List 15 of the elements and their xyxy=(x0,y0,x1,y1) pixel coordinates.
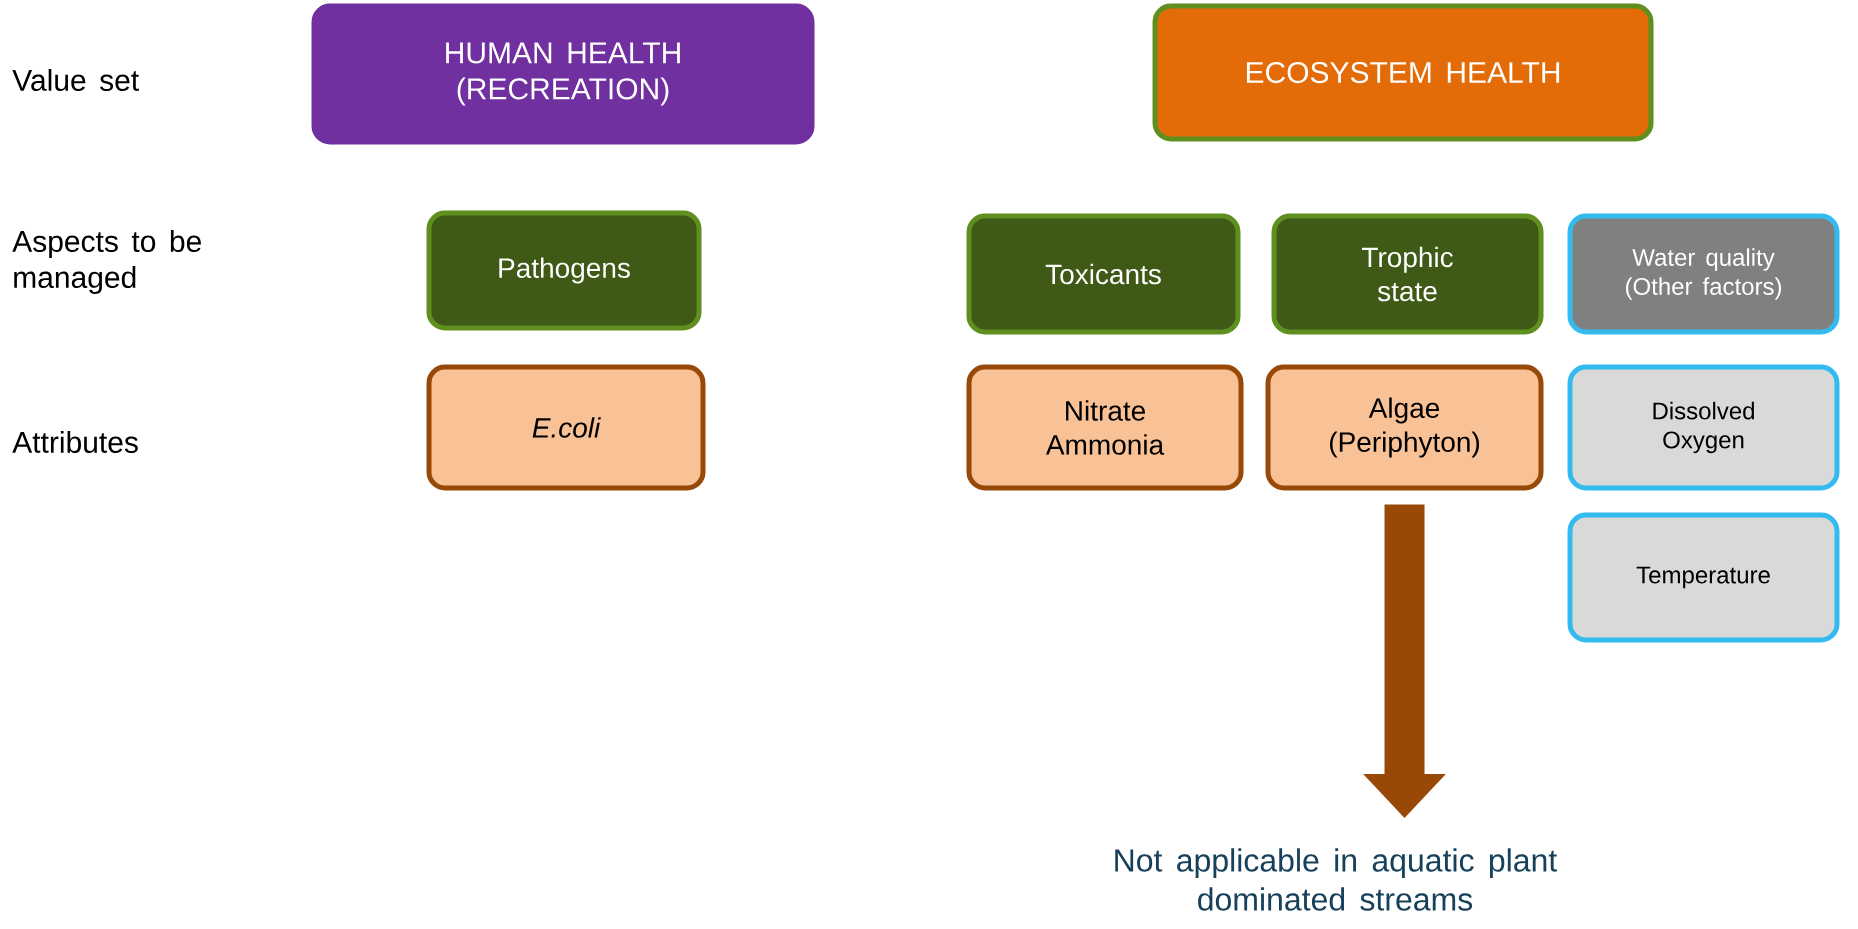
row-label: Value set xyxy=(12,69,139,91)
attribute-box: Dissolved Oxygen xyxy=(1567,364,1840,491)
attribute-box: Nitrate Ammonia xyxy=(966,364,1244,491)
aspect-box: Trophic state xyxy=(1271,213,1544,335)
aspect-box: Toxicants xyxy=(966,213,1241,335)
aspect-box: Pathogens xyxy=(426,210,702,331)
row-label: Aspects to be managed xyxy=(12,230,201,294)
note-text: Not applicable in aquatic plant dominated streams xyxy=(1115,848,1557,911)
attribute-box: E.coli xyxy=(426,364,706,491)
value-box: HUMAN HEALTH (RECREATION) xyxy=(311,3,815,145)
row-label: Attributes xyxy=(12,431,138,454)
attribute-box: Algae (Periphyton) xyxy=(1265,364,1544,491)
aspect-box: Water quality (Other factors) xyxy=(1567,213,1840,335)
attribute-box: Temperature xyxy=(1567,512,1840,643)
value-box: ECOSYSTEM HEALTH xyxy=(1152,3,1654,142)
